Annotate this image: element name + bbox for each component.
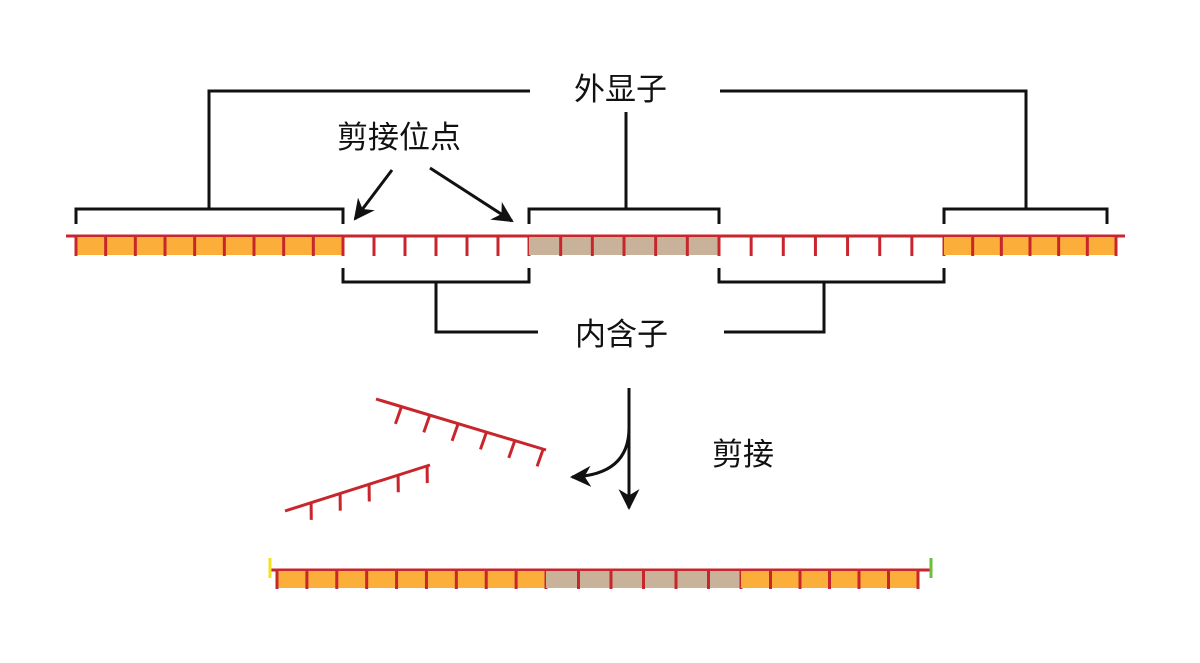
mature-mrna-strand xyxy=(268,558,933,589)
intron-2-backbone xyxy=(284,463,431,513)
nucleotide-tick xyxy=(479,431,488,450)
exon-connector-right xyxy=(720,89,1028,209)
exon-2-bracket xyxy=(527,207,721,224)
exon-segment xyxy=(277,571,546,588)
exon-connector-left xyxy=(207,89,530,209)
splice-site-arrow-right xyxy=(429,166,514,223)
exon-label: 外显子 xyxy=(574,72,667,108)
intron-2-bracket xyxy=(717,268,946,284)
nucleotide-tick xyxy=(422,414,432,433)
exon-3-bracket xyxy=(942,207,1109,224)
nucleotide-tick xyxy=(450,423,460,442)
pre-mrna-strand xyxy=(66,234,1125,256)
excised-introns xyxy=(284,397,547,520)
splice-site-arrow-left xyxy=(353,169,394,221)
intron-connector-right xyxy=(724,282,826,334)
intron-1-bracket xyxy=(341,268,531,284)
intron-label: 内含子 xyxy=(575,317,668,353)
exon-1-bracket xyxy=(74,207,345,224)
intron-1-backbone xyxy=(375,397,547,452)
splicing-arrow-curve xyxy=(569,427,631,487)
exon-brackets xyxy=(74,89,1109,224)
nucleotide-tick xyxy=(394,406,403,425)
splicing-label: 剪接 xyxy=(712,437,774,473)
splice-site-label: 剪接位点 xyxy=(337,120,461,156)
nucleotide-tick xyxy=(507,440,517,459)
nucleotide-tick xyxy=(535,448,545,467)
exon-segment xyxy=(76,237,343,255)
intron-connector-left xyxy=(434,282,538,334)
intron-brackets xyxy=(341,268,946,334)
